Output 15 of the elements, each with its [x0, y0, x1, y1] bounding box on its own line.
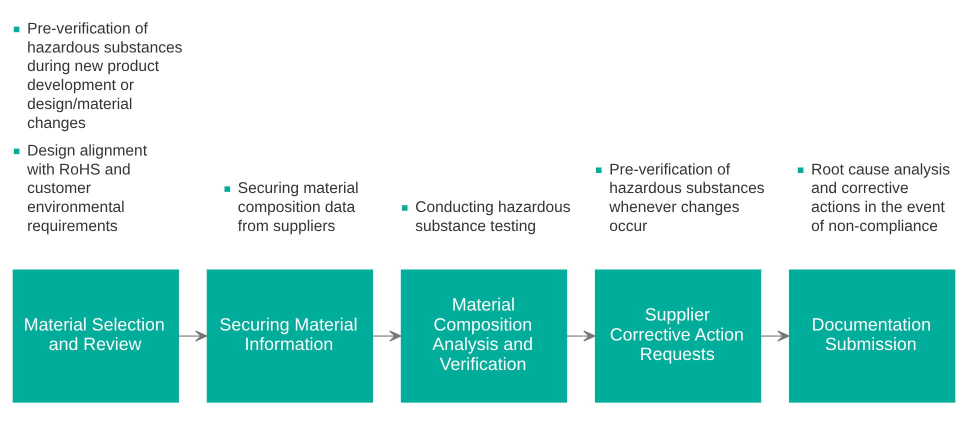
- node-box: Material Composition Analysis and Verification: [400, 269, 568, 402]
- arrow: [567, 330, 596, 342]
- node-box: Documentation Submission: [788, 269, 956, 402]
- arrow: [761, 330, 790, 342]
- node-label: Securing material composition data from suppliers: [238, 180, 359, 234]
- node-box: Securing Material Information: [206, 269, 374, 402]
- node-label: Conducting hazardous substance testing: [415, 198, 571, 234]
- arrow: [373, 330, 402, 342]
- node-label: Root cause analysis and corrective actions in the event of non-compliance: [811, 160, 950, 234]
- arrow: [179, 330, 208, 342]
- node-label: Pre-verification of hazardous substances whenever changes occur: [609, 160, 765, 234]
- node-label: Design alignment with RoHS and customer environmental requirements: [27, 142, 148, 234]
- node-label: Pre-verification of hazardous substances during new product development or design/material changes: [27, 20, 182, 132]
- node-box: Material Selection and Review: [12, 269, 180, 402]
- node-box: Supplier Corrective Action Requests: [594, 269, 762, 402]
